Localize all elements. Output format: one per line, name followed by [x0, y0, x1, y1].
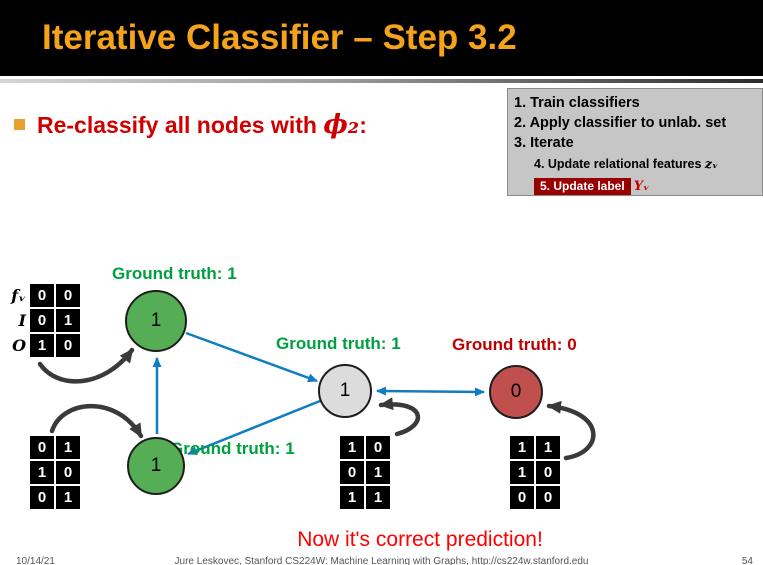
footer-page-number: 54 [741, 556, 753, 565]
phi-symbol: ϕ₂ [323, 110, 360, 140]
node-top-left: 1 [125, 290, 187, 352]
footer-date: 10/14/21 [16, 556, 55, 565]
feature-matrix-bottom-left: 0 1 1 0 0 1 [30, 436, 80, 509]
row-label-o: O [12, 336, 26, 355]
step-5-highlight: 5. Update label [534, 178, 631, 195]
header-bar: Iterative Classifier – Step 3.2 [0, 0, 763, 76]
bullet-colon: : [359, 112, 367, 138]
bullet-text-main: Re-classify all nodes with [37, 112, 324, 138]
feature-matrix-center: 1 0 0 1 1 1 [340, 436, 390, 509]
matrix-cell: 0 [536, 461, 560, 484]
matrix-cell: 1 [510, 436, 534, 459]
zv-symbol: zᵥ [704, 156, 719, 171]
matrix-cell: 0 [30, 284, 54, 307]
bullet-marker [14, 119, 25, 130]
node-bottom-left: 1 [127, 437, 185, 495]
matrix-cell: 0 [56, 334, 80, 357]
feature-matrix-top-left: 0 0 0 1 1 0 [30, 284, 80, 357]
header-divider [0, 79, 763, 83]
row-label-fv: fᵥ [11, 286, 26, 305]
matrix-cell: 1 [340, 486, 364, 509]
bullet-text: Re-classify all nodes with ϕ₂: [37, 110, 367, 140]
matrix-cell: 0 [30, 309, 54, 332]
arrow-matrix3-to-center-node [378, 397, 421, 437]
edge-center-to-right [376, 386, 485, 397]
ground-truth-bottom-left: Ground truth: 1 [170, 439, 295, 458]
step-item-1: 1. Train classifiers [514, 95, 640, 111]
step-item-2: 2. Apply classifier to unlab. set [514, 115, 727, 131]
feature-matrix-right: 1 1 1 0 0 0 [510, 436, 560, 509]
ground-truth-right: Ground truth: 0 [452, 335, 577, 354]
slide-title: Iterative Classifier – Step 3.2 [42, 18, 517, 57]
caption-text: Now it's correct prediction! [297, 528, 543, 551]
matrix-cell: 1 [56, 486, 80, 509]
step-item-3: 3. Iterate [514, 135, 574, 151]
bullet-row: Re-classify all nodes with ϕ₂: [14, 110, 367, 140]
node-label: 1 [339, 380, 351, 401]
matrix-cell: 1 [510, 461, 534, 484]
matrix-cell: 0 [30, 436, 54, 459]
ground-truth-top-left: Ground truth: 1 [112, 264, 237, 283]
matrix-cell: 1 [366, 461, 390, 484]
step-item-4: 4. Update relational features zᵥ [534, 153, 760, 175]
matrix-cell: 1 [366, 486, 390, 509]
label-yv-symbol: Yᵥ [633, 179, 650, 194]
matrix-cell: 0 [30, 486, 54, 509]
matrix-row-labels: fᵥ I O [2, 284, 26, 357]
arrow-matrix2-to-bottomleft-node [49, 403, 144, 439]
matrix-cell: 0 [56, 284, 80, 307]
node-right: 0 [489, 365, 543, 419]
footer-credit: Jure Leskovec, Stanford CS224W: Machine … [174, 556, 589, 565]
matrix-cell: 0 [510, 486, 534, 509]
node-label: 1 [150, 310, 162, 331]
matrix-cell: 0 [366, 436, 390, 459]
step-4-text: 4. Update relational features [534, 157, 705, 171]
matrix-cell: 1 [30, 334, 54, 357]
matrix-cell: 0 [340, 461, 364, 484]
matrix-cell: 1 [536, 436, 560, 459]
footer: 10/14/21 Jure Leskovec, Stanford CS224W:… [0, 556, 763, 565]
matrix-cell: 1 [56, 309, 80, 332]
step-item-5: 5. Update label Yᵥ [534, 176, 760, 195]
ground-truth-center: Ground truth: 1 [276, 334, 401, 353]
node-label: 0 [510, 381, 522, 402]
node-center: 1 [318, 364, 372, 418]
matrix-cell: 1 [30, 461, 54, 484]
matrix-cell: 1 [56, 436, 80, 459]
matrix-cell: 0 [536, 486, 560, 509]
matrix-cell: 0 [56, 461, 80, 484]
matrix-cell: 1 [340, 436, 364, 459]
node-label: 1 [150, 455, 162, 476]
row-label-i: I [18, 311, 26, 330]
steps-box: 1. Train classifiers 2. Apply classifier… [507, 88, 763, 196]
